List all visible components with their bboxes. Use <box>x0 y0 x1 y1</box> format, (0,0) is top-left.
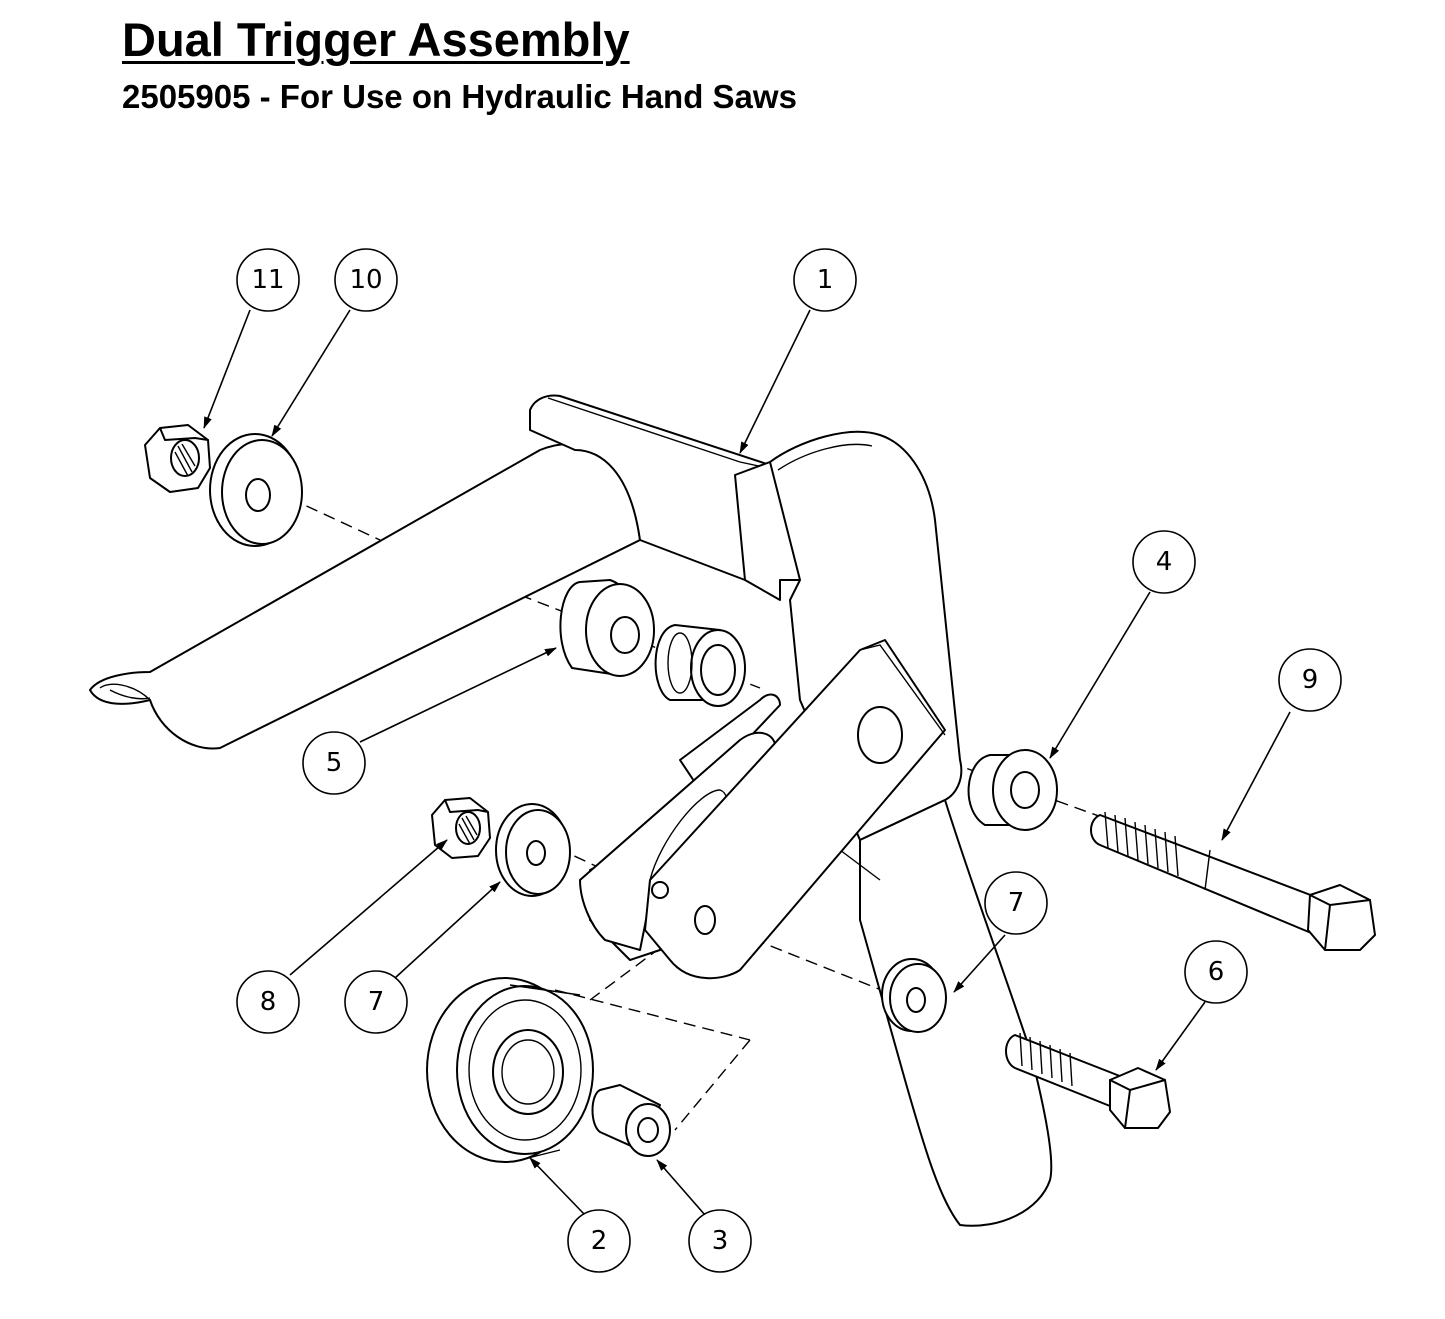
washer-top <box>209 433 303 547</box>
short-bolt-part <box>1005 1032 1171 1129</box>
svg-text:7: 7 <box>1008 888 1025 918</box>
hex-nut-top <box>144 424 211 493</box>
svg-text:5: 5 <box>326 748 343 778</box>
diagram-title: Dual Trigger Assembly <box>122 13 630 66</box>
callout-7-right: 7 <box>984 871 1048 935</box>
callout-11: 11 <box>236 248 300 312</box>
diagram-subtitle: 2505905 - For Use on Hydraulic Hand Saws <box>122 78 797 115</box>
callout-2: 2 <box>567 1209 631 1273</box>
sleeve-part <box>591 1084 671 1157</box>
callout-7-left: 7 <box>344 970 408 1034</box>
svg-text:11: 11 <box>251 265 284 295</box>
svg-text:6: 6 <box>1208 957 1225 987</box>
callout-1: 1 <box>793 248 857 312</box>
callout-5: 5 <box>302 731 366 795</box>
bushing-part <box>654 624 746 707</box>
svg-text:4: 4 <box>1156 547 1173 577</box>
callout-6: 6 <box>1184 940 1248 1004</box>
svg-text:2: 2 <box>591 1226 608 1256</box>
hex-nut-lower <box>431 797 491 859</box>
svg-text:10: 10 <box>349 265 382 295</box>
svg-text:1: 1 <box>817 265 834 295</box>
leader-lines <box>203 309 1291 1216</box>
svg-text:7: 7 <box>368 987 385 1017</box>
callout-3: 3 <box>688 1209 752 1273</box>
clevis-plates <box>579 639 946 980</box>
long-bolt-part <box>1090 811 1376 951</box>
callout-4: 4 <box>1132 530 1196 594</box>
washer-lower-left <box>495 803 571 897</box>
flanged-bushing-part <box>967 749 1058 831</box>
svg-text:8: 8 <box>260 987 277 1017</box>
callout-9: 9 <box>1278 648 1342 712</box>
spacer-part <box>559 579 655 677</box>
svg-text:3: 3 <box>712 1226 729 1256</box>
callout-10: 10 <box>334 248 398 312</box>
washer-lower-right <box>881 958 947 1033</box>
svg-text:9: 9 <box>1302 665 1319 695</box>
callout-8: 8 <box>236 970 300 1034</box>
roller-bearing-part <box>426 977 594 1163</box>
